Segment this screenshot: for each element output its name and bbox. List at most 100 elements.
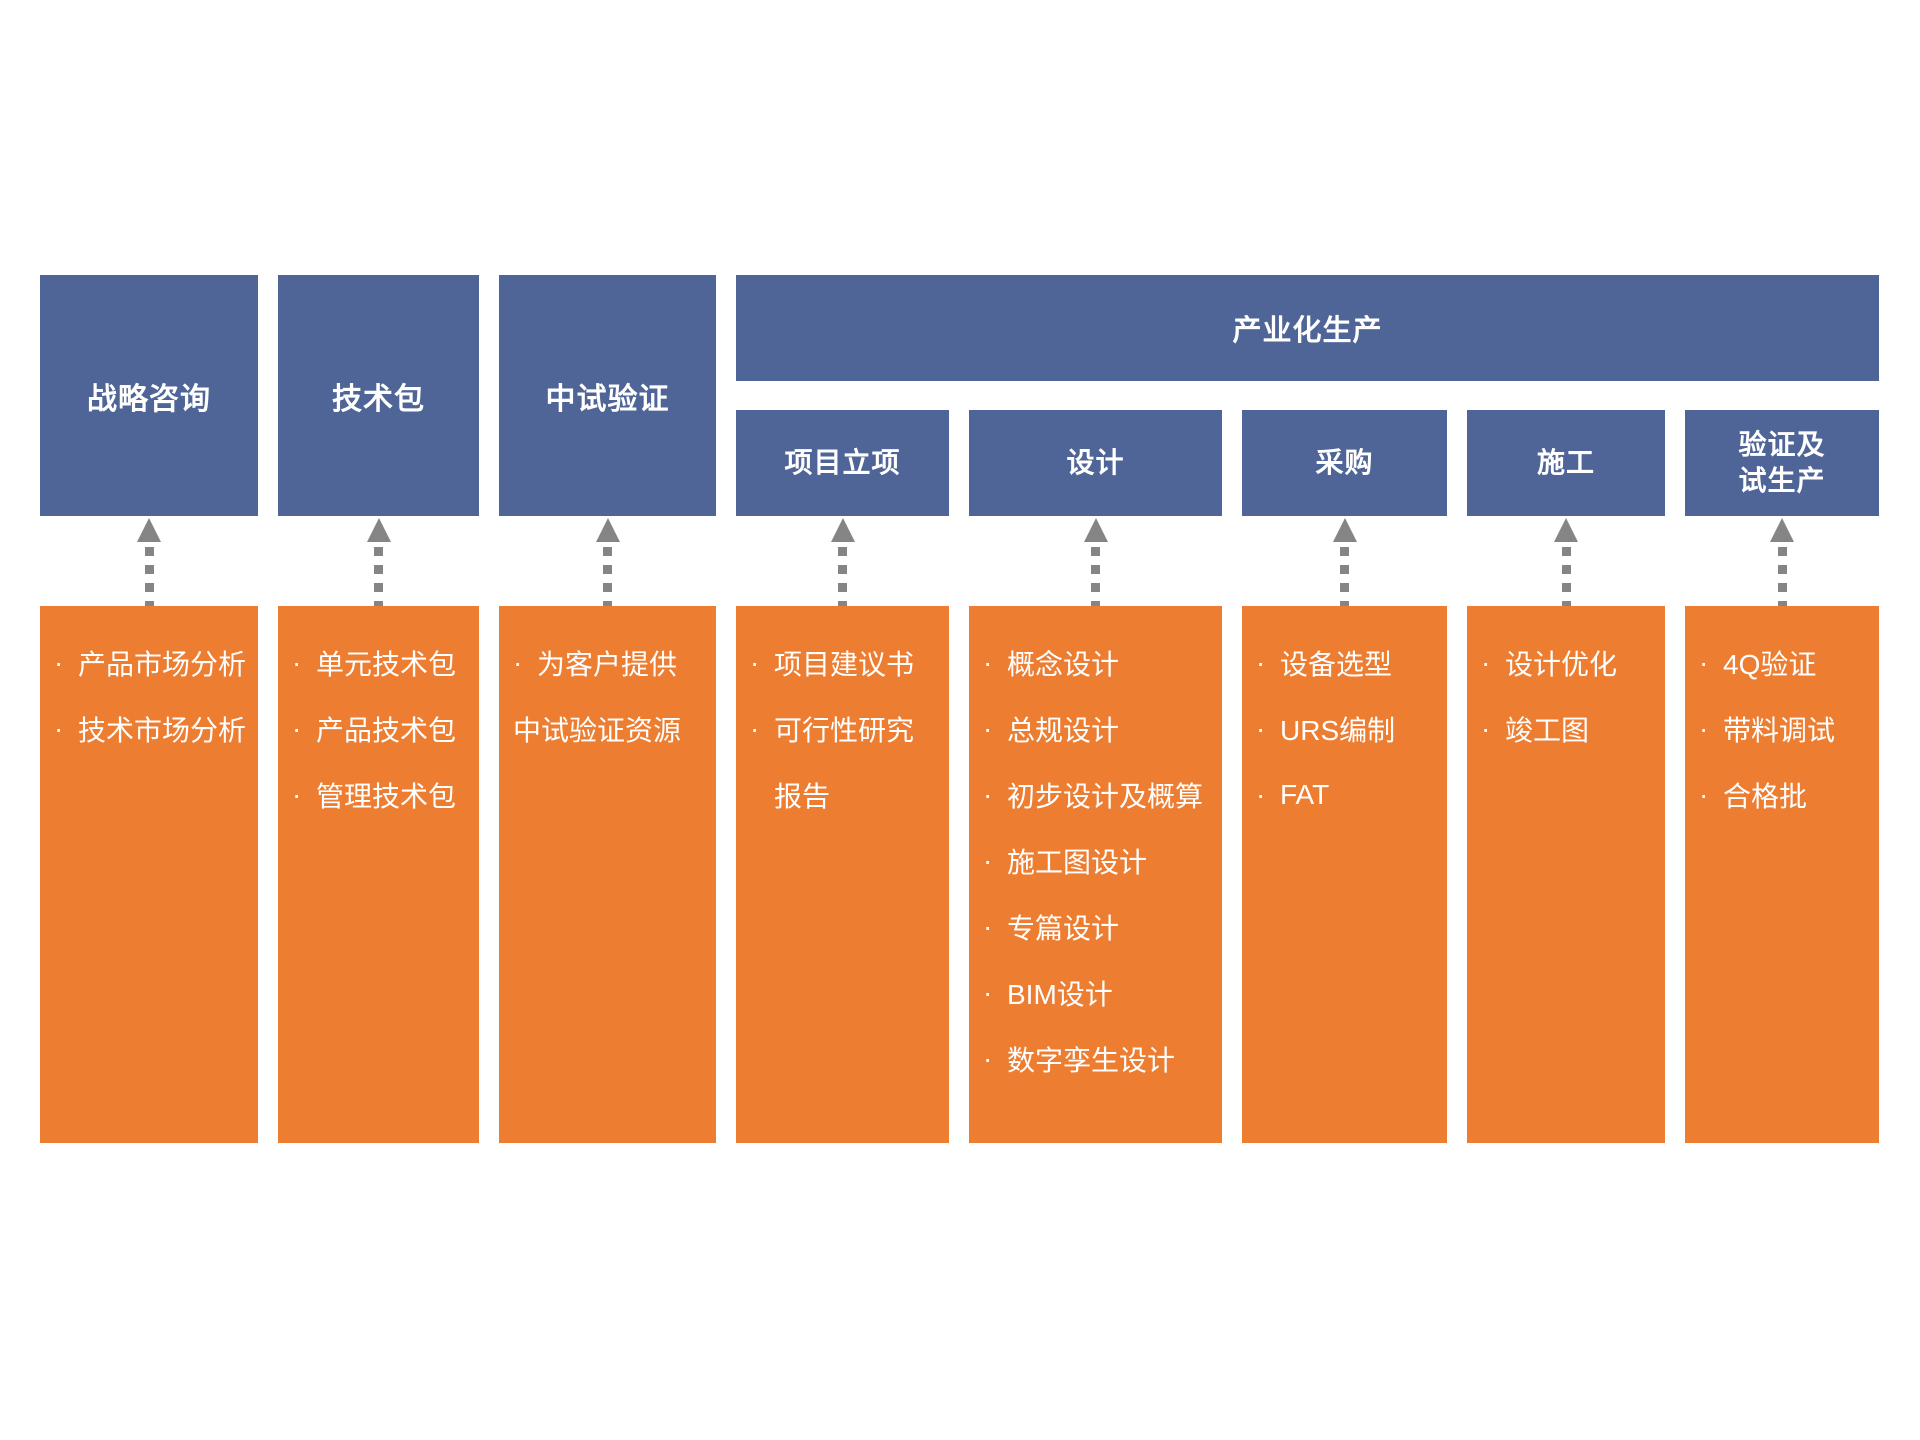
- list-item: ·产品市场分析: [54, 630, 250, 696]
- bullet-icon: ·: [983, 845, 993, 876]
- list-item-text: 中试验证资源: [513, 715, 682, 746]
- arrowhead-icon: [1332, 518, 1357, 542]
- dashed-line: [374, 547, 383, 606]
- bullet-icon: ·: [1699, 779, 1709, 810]
- list-item: 中试验证资源: [513, 696, 708, 762]
- pillar-label: 中试验证: [545, 382, 670, 416]
- list-item-text: 竣工图: [1505, 715, 1590, 746]
- list-item-text: 技术市场分析: [78, 715, 247, 746]
- up-arrow-icon: [278, 516, 479, 606]
- list-item-text: 带料调试: [1723, 715, 1836, 746]
- detail-column-strategy-consulting: ·产品市场分析 · 技术市场分析: [40, 606, 258, 1143]
- list-item: · 总规设计: [983, 696, 1214, 762]
- up-arrow-icon: [1467, 516, 1665, 606]
- bullet-icon: ·: [1481, 713, 1491, 744]
- subheader-label: 采购: [1315, 447, 1374, 478]
- list-item-text: 项目建议书: [774, 649, 915, 680]
- bullet-icon: ·: [983, 713, 993, 744]
- list-item-text: 设计优化: [1505, 649, 1618, 680]
- pillar-technology-package: 技术包: [278, 275, 479, 516]
- bullet-icon: ·: [1481, 647, 1491, 678]
- list-item-text: 设备选型: [1280, 649, 1393, 680]
- detail-column-pilot-verification: · 为客户提供 中试验证资源: [499, 606, 716, 1143]
- list-item: · 初步设计及概算: [983, 762, 1214, 828]
- pillar-strategy-consulting: 战略咨询: [40, 275, 258, 516]
- up-arrow-icon: [499, 516, 716, 606]
- subheader-design: 设计: [969, 410, 1222, 516]
- bullet-icon: ·: [1256, 647, 1266, 678]
- list-item-text: 单元技术包: [316, 649, 457, 680]
- list-item-text: 数字孪生设计: [1007, 1045, 1176, 1076]
- pillar-label: 战略咨询: [87, 382, 211, 416]
- list-item: · 技术市场分析: [54, 696, 250, 762]
- arrowhead-icon: [830, 518, 855, 542]
- dashed-line: [603, 547, 612, 606]
- subheader-label: 施工: [1536, 447, 1595, 478]
- bullet-icon: ·: [513, 647, 523, 678]
- detail-column-design: ·概念设计 ·总规设计 ·初步设计及概算 ·施工图设计 ·专篇设计 ·BIM设计…: [969, 606, 1222, 1143]
- arrowhead-icon: [366, 518, 391, 542]
- list-item: ·合格批: [1699, 762, 1871, 828]
- banner-label: 产业化生产: [1232, 315, 1383, 347]
- list-item: · 管理技术包: [292, 762, 471, 828]
- subheader-project-initiation: 项目立项: [736, 410, 949, 516]
- bullet-icon: ·: [983, 1043, 993, 1074]
- list-item-text: 总规设计: [1007, 715, 1120, 746]
- dashed-line: [1091, 547, 1100, 606]
- list-item-text: 为客户提供: [537, 649, 678, 680]
- list-item: · URS编制: [1256, 696, 1439, 762]
- arrowhead-icon: [1554, 518, 1578, 542]
- list-item-text: 专篇设计: [1007, 913, 1120, 944]
- subheader-verification-trial-production: 验证及 试生产: [1685, 410, 1879, 516]
- list-item: ·概念设计: [983, 630, 1214, 696]
- detail-column-project-initiation: · 项目建议书 · 可行性研究 报告: [736, 606, 949, 1143]
- list-item-text: URS编制: [1280, 715, 1396, 746]
- list-item-text: 管理技术包: [316, 781, 457, 812]
- up-arrow-icon: [40, 516, 258, 606]
- bullet-icon: ·: [983, 911, 993, 942]
- bullet-icon: ·: [1256, 713, 1266, 744]
- dashed-line: [838, 547, 847, 606]
- list-item: · 单元技术包: [292, 630, 471, 696]
- pillar-label: 技术包: [332, 382, 425, 416]
- list-item-text: 初步设计及概算: [1007, 781, 1204, 812]
- arrowhead-icon: [137, 518, 161, 542]
- bullet-icon: ·: [1699, 647, 1709, 678]
- up-arrow-icon: [1242, 516, 1447, 606]
- list-item: ·4Q验证: [1699, 630, 1871, 696]
- subheader-label: 验证及 试生产: [1738, 429, 1826, 496]
- bullet-icon: ·: [750, 713, 760, 744]
- bullet-icon: ·: [292, 779, 302, 810]
- bullet-icon: ·: [54, 713, 64, 744]
- list-item: · 设备选型: [1256, 630, 1439, 696]
- detail-column-technology-package: · 单元技术包 ·产品技术包 · 管理技术包: [278, 606, 479, 1143]
- bullet-icon: ·: [983, 977, 993, 1008]
- detail-column-verification-trial-production: ·4Q验证 · 带料调试 ·合格批: [1685, 606, 1879, 1143]
- pillar-pilot-verification: 中试验证: [499, 275, 716, 516]
- list-item: · 专篇设计: [983, 894, 1214, 960]
- bullet-icon: ·: [1699, 713, 1709, 744]
- arrowhead-icon: [595, 518, 620, 542]
- list-item-text: 产品技术包: [316, 715, 457, 746]
- bullet-icon: ·: [292, 647, 302, 678]
- dashed-line: [1777, 547, 1787, 606]
- bullet-icon: ·: [1256, 779, 1266, 810]
- bullet-icon: ·: [983, 779, 993, 810]
- list-item: · 可行性研究: [750, 696, 941, 762]
- list-item-text: 报告: [774, 781, 831, 812]
- list-item: · 施工图设计: [983, 828, 1214, 894]
- list-item-text: 施工图设计: [1007, 847, 1148, 878]
- list-item-text: 可行性研究: [774, 715, 915, 746]
- subheader-procurement: 采购: [1242, 410, 1447, 516]
- list-item: ·FAT: [1256, 762, 1439, 828]
- list-item-text: 产品市场分析: [78, 649, 247, 680]
- list-item: · 竣工图: [1481, 696, 1657, 762]
- dashed-line: [1340, 547, 1349, 606]
- up-arrow-icon: [1685, 516, 1879, 606]
- subheader-label: 项目立项: [784, 447, 901, 478]
- diagram-grid: 战略咨询 技术包 中试验证 产业化生产 项目立项 设计 采购 施工 验证及 试生…: [40, 275, 1879, 1143]
- bullet-icon: ·: [983, 647, 993, 678]
- arrowhead-icon: [1770, 518, 1794, 542]
- list-item: ·产品技术包: [292, 696, 471, 762]
